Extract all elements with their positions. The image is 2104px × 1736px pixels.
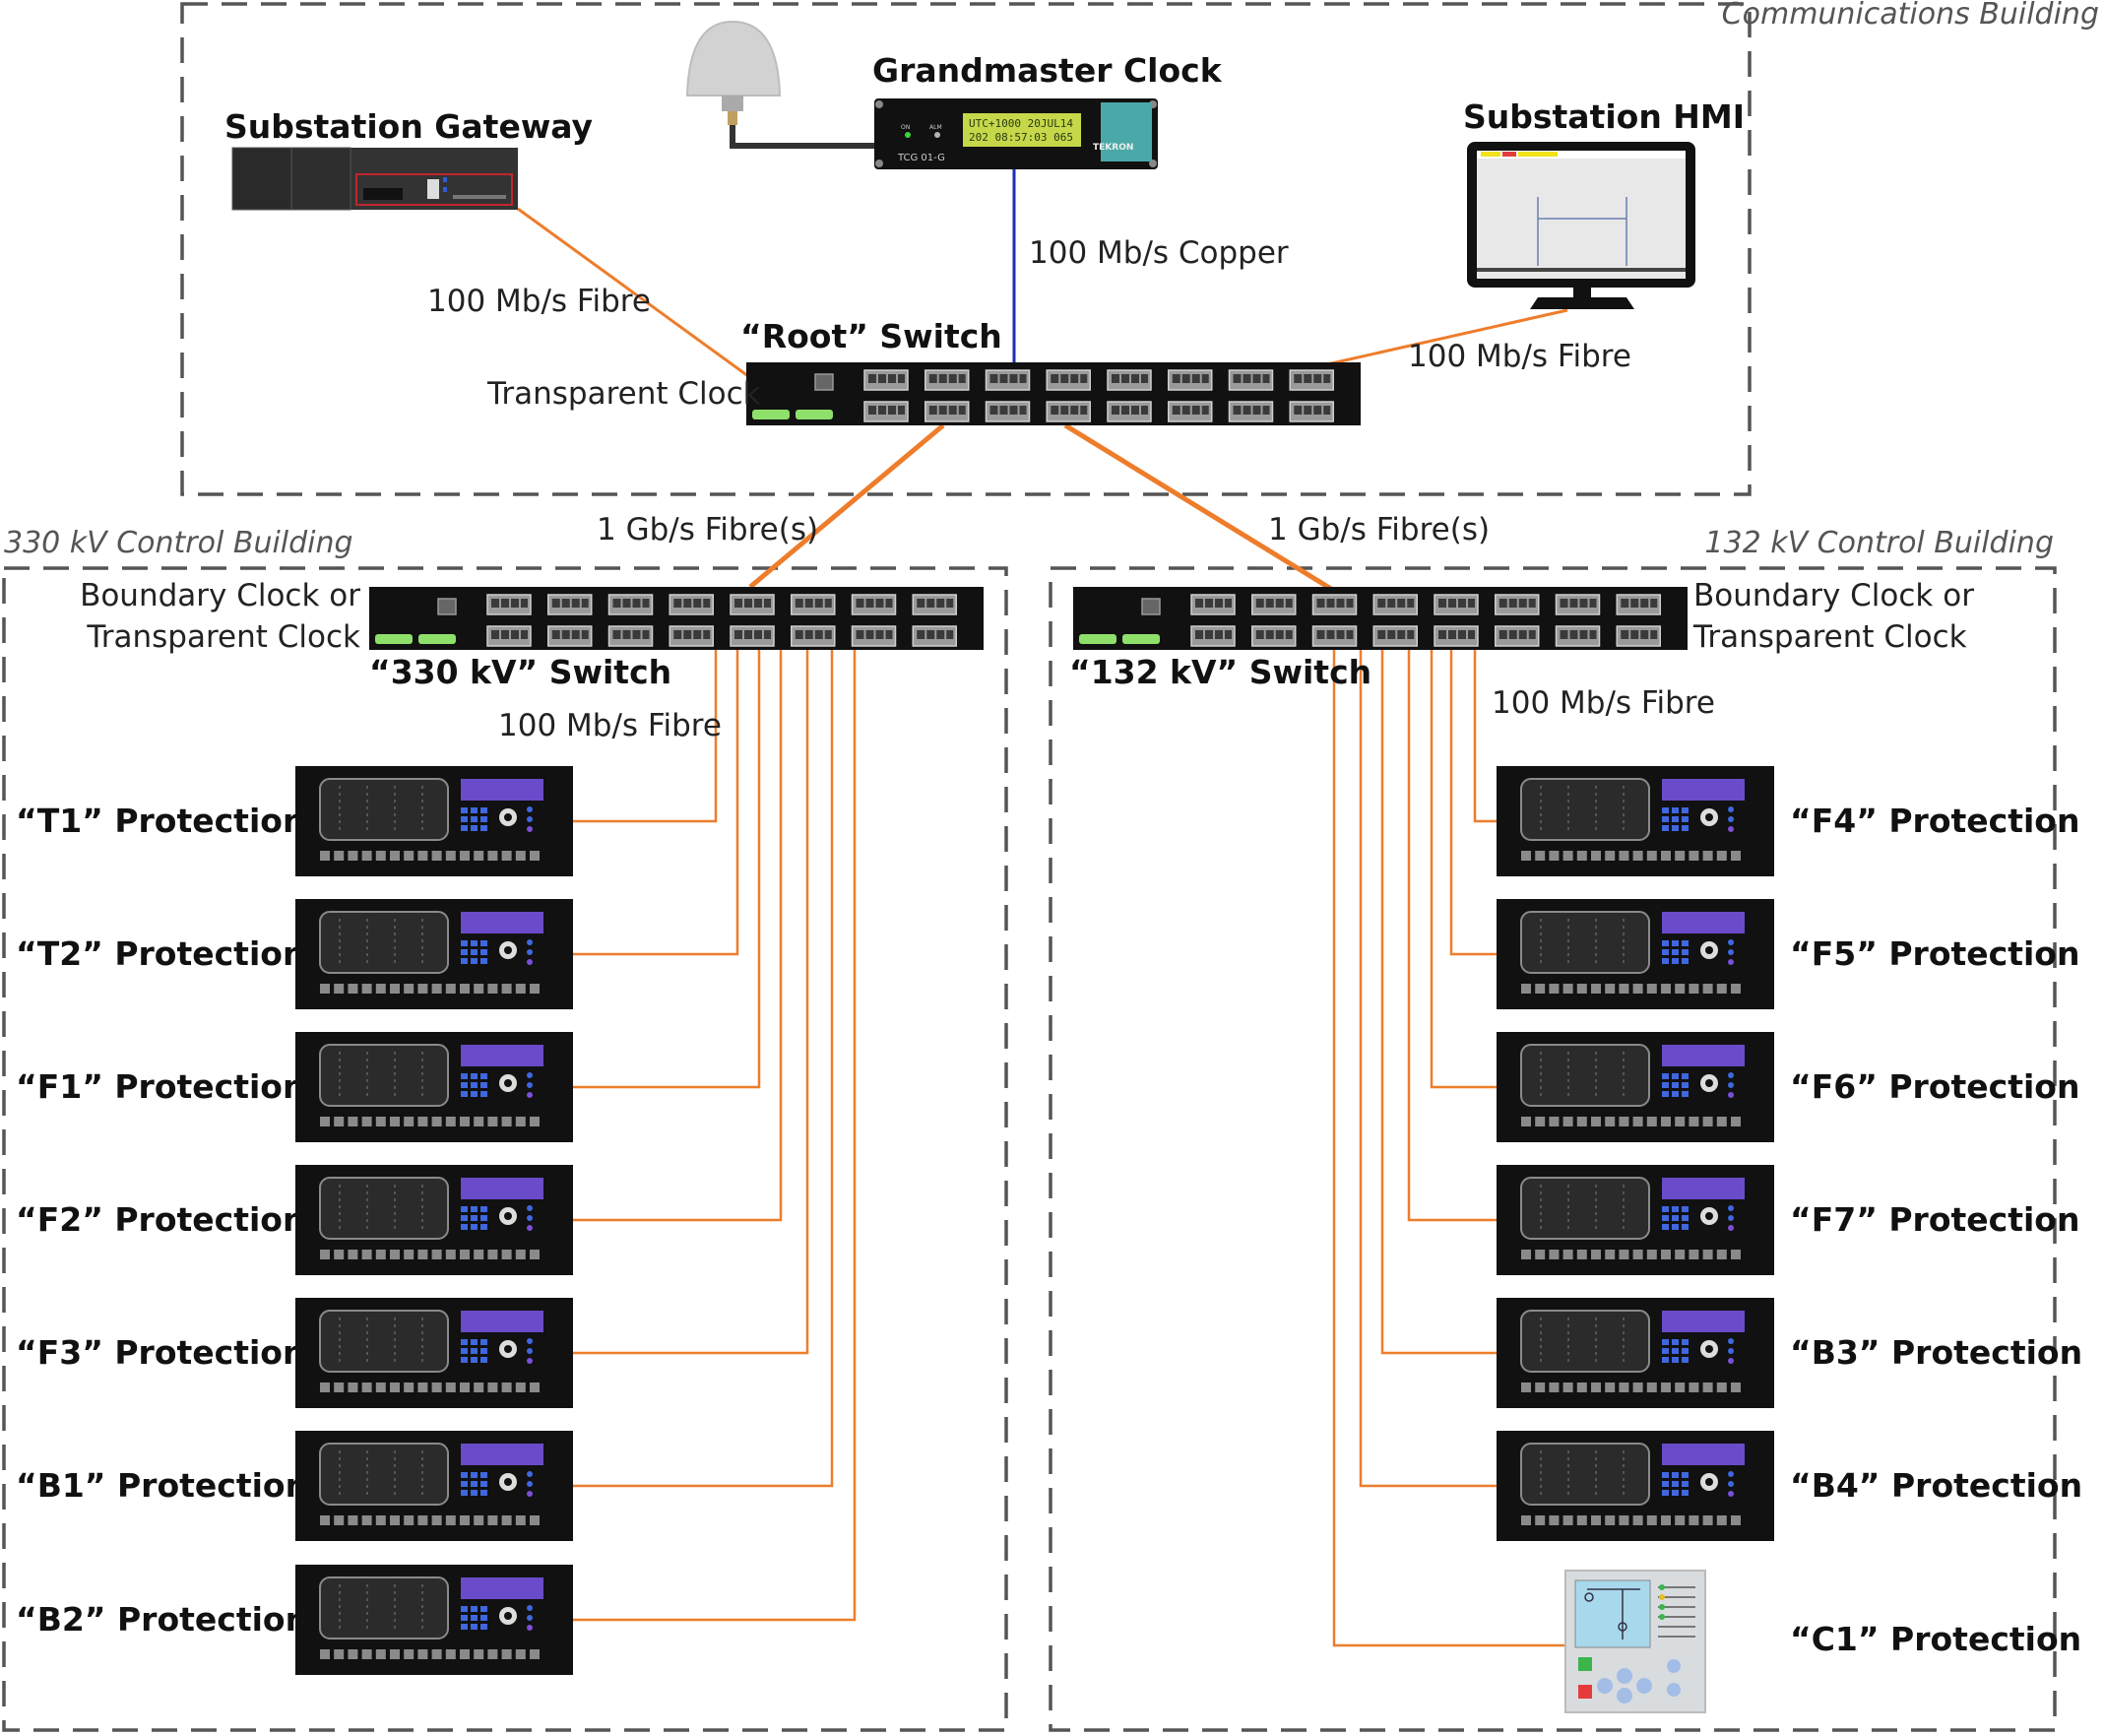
substation-gateway-device: [231, 147, 518, 211]
protection-relay-device: [1497, 1032, 1774, 1142]
feeder-330-line: [573, 650, 739, 956]
feeder-330-line: [573, 650, 834, 1488]
hmi-fibre-line: [1326, 308, 1568, 366]
kv330-relay-group: [295, 766, 573, 1675]
kv330-boundary-clock-line1: Boundary Clock or: [80, 578, 360, 613]
kv132-switch-label: “132 kV” Switch: [1069, 653, 1372, 691]
feeder-132-fibre-label: 100 Mb/s Fibre: [1492, 685, 1715, 721]
clock-led-on-label: ON: [901, 124, 910, 131]
uplink-132-line: [1063, 422, 1333, 592]
kv132-switch-device: [1073, 587, 1688, 650]
root-switch-label: “Root” Switch: [740, 317, 1002, 355]
c1-bay-controller-device: [1564, 1570, 1706, 1713]
grandmaster-clock-device: UTC+1000 20JUL14 202 08:57:03 065 TCG 01…: [874, 98, 1158, 169]
protection-label-132: “C1” Protection: [1790, 1620, 2082, 1658]
uplink-330-line: [748, 423, 945, 589]
protection-relay-device: [295, 1165, 573, 1275]
protection-relay-device: [295, 1298, 573, 1408]
protection-label-330: “B1” Protection: [16, 1466, 309, 1505]
feeder-132-line: [1407, 650, 1497, 1222]
protection-relay-device: [1497, 766, 1774, 876]
protection-label-132: “F7” Protection: [1790, 1200, 2080, 1239]
feeder-330-line: [573, 650, 761, 1089]
feeder-330-line: [573, 650, 718, 823]
gateway-fibre-line: [517, 207, 749, 378]
protection-label-330: “T2” Protection: [16, 934, 306, 973]
copper-link-label: 100 Mb/s Copper: [1029, 235, 1289, 271]
protection-relay-device: [1497, 899, 1774, 1009]
substation-gateway-label: Substation Gateway: [224, 107, 594, 146]
feeder-330-line: [573, 650, 857, 1622]
protection-label-132: “F5” Protection: [1790, 934, 2080, 973]
clock-brand-label: TEKRON: [1093, 143, 1133, 153]
protection-relay-device: [1497, 1165, 1774, 1275]
protection-relay-device: [295, 1431, 573, 1541]
feeder-132-line: [1449, 650, 1497, 956]
communications-building-border: [180, 2, 1752, 496]
hmi-monitor-device: [1467, 142, 1695, 309]
feeder-132-line: [1473, 650, 1497, 823]
clock-led-alm-label: ALM: [929, 124, 942, 131]
substation-hmi-label: Substation HMI: [1463, 97, 1746, 136]
protection-label-330: “B2” Protection: [16, 1600, 309, 1639]
protection-label-330: “F3” Protection: [16, 1333, 306, 1372]
kv132-relay-group: [1497, 766, 1774, 1541]
feeder-330-line: [573, 650, 783, 1222]
root-switch-device: [746, 362, 1361, 425]
clock-display-line2: 202 08:57:03 065: [969, 131, 1073, 144]
clock-model-label: TCG 01-G: [897, 153, 945, 163]
grandmaster-clock-label: Grandmaster Clock: [872, 51, 1222, 90]
root-clock-mode-label: Transparent Clock: [487, 376, 761, 412]
kv330-switch-label: “330 kV” Switch: [369, 653, 672, 691]
protection-label-330: “F2” Protection: [16, 1200, 306, 1239]
protection-relay-device: [295, 899, 573, 1009]
kv132-boundary-clock-line1: Boundary Clock or: [1693, 578, 1974, 613]
kv330-building-label: 330 kV Control Building: [4, 526, 353, 560]
kv330-switch-device: [369, 587, 984, 650]
protection-relay-device: [1497, 1431, 1774, 1541]
gateway-fibre-label: 100 Mb/s Fibre: [427, 284, 651, 319]
hmi-fibre-label: 100 Mb/s Fibre: [1408, 339, 1631, 374]
feeder-330-fibre-label: 100 Mb/s Fibre: [498, 708, 722, 743]
kv132-boundary-clock-line2: Transparent Clock: [1693, 619, 1967, 655]
kv330-building-border: [2, 566, 1008, 1732]
communications-building-label: Communications Building: [1721, 0, 2099, 32]
feeder-330-line: [573, 650, 809, 1355]
protection-relay-device: [1497, 1298, 1774, 1408]
gps-antenna-icon: [685, 20, 876, 149]
protection-label-330: “T1” Protection: [16, 802, 306, 840]
protection-label-330: “F1” Protection: [16, 1067, 306, 1106]
uplink-132-label: 1 Gb/s Fibre(s): [1268, 512, 1491, 547]
kv330-boundary-clock-line2: Transparent Clock: [87, 619, 360, 655]
feeder-132-line: [1380, 650, 1497, 1355]
connection-lines: [517, 169, 1568, 1647]
clock-display-line1: UTC+1000 20JUL14: [969, 117, 1073, 130]
protection-label-132: “F4” Protection: [1790, 802, 2080, 840]
protection-relay-device: [295, 1565, 573, 1675]
protection-label-132: “F6” Protection: [1790, 1067, 2080, 1106]
feeder-c1-line: [1332, 650, 1565, 1647]
kv132-building-label: 132 kV Control Building: [1704, 526, 2054, 560]
kv132-building-border: [1049, 566, 2057, 1732]
feeder-132-line: [1359, 650, 1497, 1488]
protection-label-132: “B4” Protection: [1790, 1466, 2083, 1505]
feeder-132-line: [1430, 650, 1497, 1089]
protection-label-132: “B3” Protection: [1790, 1333, 2083, 1372]
protection-relay-device: [295, 1032, 573, 1142]
uplink-330-label: 1 Gb/s Fibre(s): [597, 512, 819, 547]
protection-relay-device: [295, 766, 573, 876]
